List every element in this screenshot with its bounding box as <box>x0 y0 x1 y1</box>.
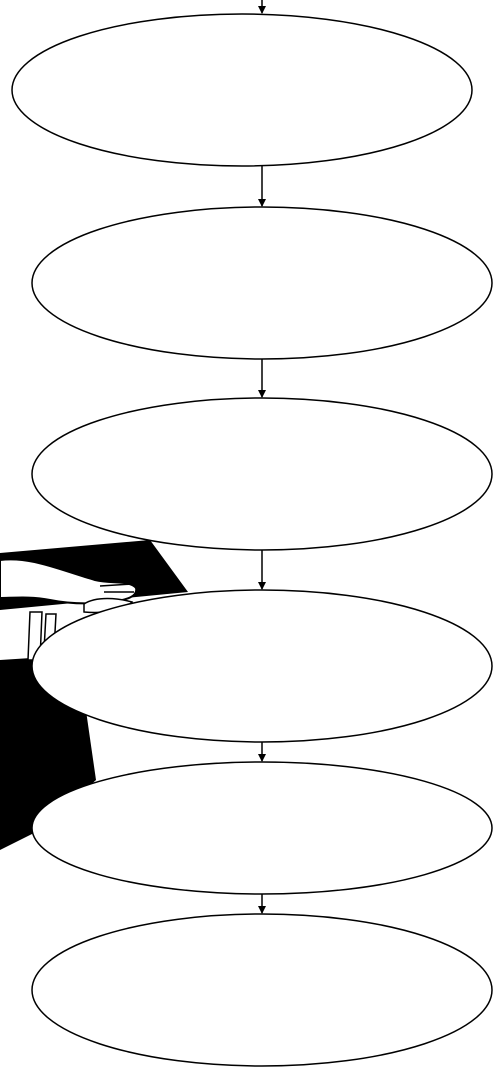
flow-node-6 <box>32 914 492 1066</box>
nodes-layer <box>12 14 492 1066</box>
flow-node-3 <box>32 398 492 550</box>
flow-node-5 <box>32 762 492 894</box>
flow-node-4 <box>32 590 492 742</box>
flow-node-1 <box>12 14 472 166</box>
flow-node-2 <box>32 207 492 359</box>
